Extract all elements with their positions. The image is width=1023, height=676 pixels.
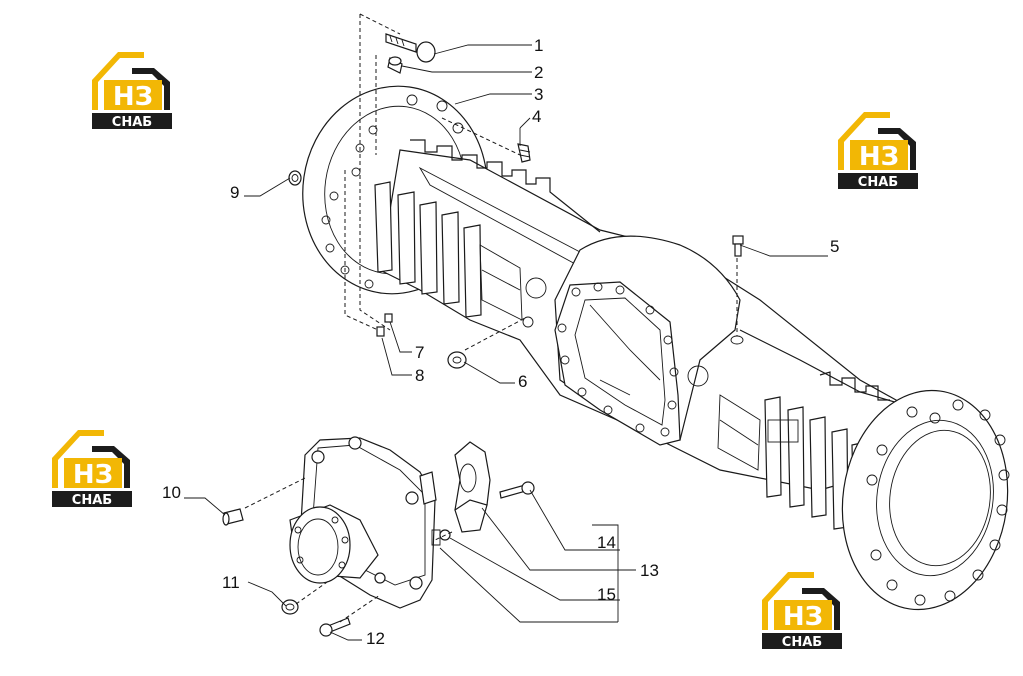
callout-6: 6	[518, 372, 527, 391]
logo-line1-text: НЗ	[73, 460, 113, 490]
callout-12: 12	[366, 629, 385, 648]
callout-4: 4	[532, 107, 541, 126]
logo-roof-shape	[838, 112, 890, 170]
callout-15: 15	[597, 585, 616, 604]
screw-part-7	[384, 313, 393, 323]
logo-line1-text: НЗ	[783, 602, 823, 632]
watermark-logo: НЗ СНАБ	[52, 430, 132, 508]
plug-part-6	[447, 351, 467, 369]
logo-roof-dark-shape	[878, 128, 916, 170]
screw-part-8	[376, 326, 385, 337]
callout-7: 7	[415, 343, 424, 362]
logo-letter-box	[64, 458, 122, 488]
logo-bar	[838, 173, 918, 189]
callout-labels: 1 2 3 4 5 6 7 8 9 10 11 12 13 14 15	[162, 36, 839, 648]
logo-bar	[92, 113, 172, 129]
callout-2: 2	[534, 63, 543, 82]
callout-1: 1	[534, 36, 543, 55]
callout-5: 5	[830, 237, 839, 256]
logo-bar	[52, 491, 132, 507]
logo-letter-box	[774, 600, 832, 630]
callout-14: 14	[597, 533, 616, 552]
callout-10: 10	[162, 483, 181, 502]
logo-roof-dark-shape	[132, 68, 170, 110]
watermark-logo: НЗ СНАБ	[762, 572, 842, 650]
callout-11: 11	[222, 573, 240, 592]
watermark-logo: НЗ СНАБ	[838, 112, 918, 190]
logo-line1-text: НЗ	[859, 142, 899, 172]
assembly-guides	[244, 13, 738, 623]
fitting-part-4	[517, 128, 531, 163]
leader-lines	[184, 44, 828, 641]
logo-roof-dark-shape	[802, 588, 840, 630]
logo-roof-shape	[92, 52, 144, 110]
callout-3: 3	[534, 85, 543, 104]
logo-line2-text: СНАБ	[72, 493, 112, 508]
logo-line2-text: СНАБ	[112, 115, 152, 130]
watermark-logo: НЗ СНАБ	[92, 52, 172, 130]
cap-part-13	[454, 441, 491, 533]
nut-part-11	[281, 599, 299, 615]
logo-letter-box	[104, 80, 162, 110]
bolt-part-12	[319, 617, 351, 637]
breather-part-5	[732, 235, 744, 257]
callout-9: 9	[230, 183, 239, 202]
callout-8: 8	[415, 366, 424, 385]
pin-part-2	[387, 56, 403, 74]
logo-line2-text: СНАБ	[858, 175, 898, 190]
ring-part-9	[288, 170, 302, 186]
logo-line1-text: НЗ	[113, 82, 153, 112]
logo-roof-shape	[762, 572, 814, 630]
bolt-part-14	[499, 481, 535, 499]
logo-letter-box	[850, 140, 908, 170]
logo-line2-text: СНАБ	[782, 635, 822, 650]
logo-roof-dark-shape	[92, 446, 130, 488]
logo-bar	[762, 633, 842, 649]
callout-13: 13	[640, 561, 659, 580]
axle-housing	[302, 85, 1010, 611]
hub-support	[289, 436, 441, 609]
dowel-part-10	[222, 508, 244, 526]
bolt-part-1	[385, 33, 436, 63]
logo-roof-shape	[52, 430, 104, 488]
